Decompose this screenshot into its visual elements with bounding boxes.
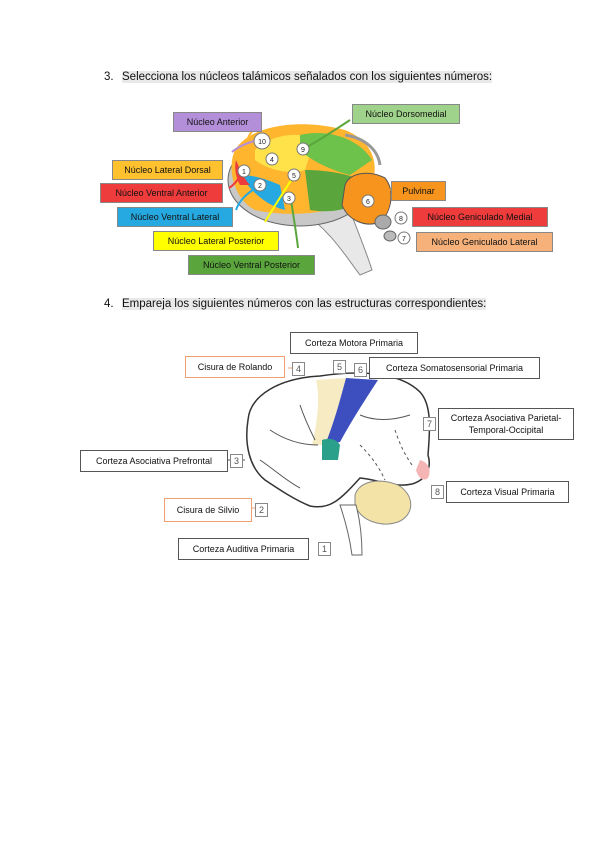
label-corteza-asociativa-parietal: Corteza Asociativa Parietal- Temporal-Oc… (438, 408, 574, 440)
label-corteza-visual-primaria: Corteza Visual Primaria (446, 481, 569, 503)
thal-num-8: 8 (399, 216, 403, 223)
thal-num-10: 10 (258, 139, 266, 146)
label-cisura-de-silvio: Cisura de Silvio (164, 498, 252, 522)
thal-num-6: 6 (366, 199, 370, 206)
question-3: 3.Selecciona los núcleos talámicos señal… (104, 71, 493, 83)
label-nucleo-geniculado-lateral: Núcleo Geniculado Lateral (416, 232, 553, 252)
label-corteza-somatosensorial-primaria: Corteza Somatosensorial Primaria (369, 357, 540, 379)
label-corteza-motora-primaria: Corteza Motora Primaria (290, 332, 418, 354)
thal-num-4: 4 (270, 157, 274, 164)
thal-num-2: 2 (258, 183, 262, 190)
brain-num-8: 8 (431, 485, 444, 499)
thal-num-5: 5 (292, 173, 296, 180)
label-corteza-asociativa-prefrontal: Corteza Asociativa Prefrontal (80, 450, 228, 472)
thal-num-1: 1 (242, 169, 246, 176)
label-cisura-de-rolando: Cisura de Rolando (185, 356, 285, 378)
question-3-text: Selecciona los núcleos talámicos señalad… (122, 71, 493, 83)
label-nucleo-anterior: Núcleo Anterior (173, 112, 262, 132)
label-nucleo-ventral-posterior: Núcleo Ventral Posterior (188, 255, 315, 275)
label-pulvinar: Pulvinar (391, 181, 446, 201)
thal-num-3: 3 (287, 196, 291, 203)
label-corteza-auditiva-primaria: Corteza Auditiva Primaria (178, 538, 309, 560)
question-4-text: Empareja los siguientes números con las … (122, 298, 487, 310)
thal-num-9: 9 (301, 147, 305, 154)
label-nucleo-ventral-lateral: Núcleo Ventral Lateral (117, 207, 233, 227)
brain-num-7: 7 (423, 417, 436, 431)
brain-num-6: 6 (354, 363, 367, 377)
label-nucleo-dorsomedial: Núcleo Dorsomedial (352, 104, 460, 124)
label-nucleo-lateral-dorsal: Núcleo Lateral Dorsal (112, 160, 223, 180)
brain-num-1: 1 (318, 542, 331, 556)
brain-num-5: 5 (333, 360, 346, 374)
brain-num-3: 3 (230, 454, 243, 468)
question-4: 4.Empareja los siguientes números con la… (104, 298, 487, 310)
label-nucleo-geniculado-medial: Núcleo Geniculado Medial (412, 207, 548, 227)
thal-num-7: 7 (402, 236, 406, 243)
label-nucleo-lateral-posterior: Núcleo Lateral Posterior (153, 231, 279, 251)
brain-num-4: 4 (292, 362, 305, 376)
label-nucleo-ventral-anterior: Núcleo Ventral Anterior (100, 183, 223, 203)
brain-num-2: 2 (255, 503, 268, 517)
